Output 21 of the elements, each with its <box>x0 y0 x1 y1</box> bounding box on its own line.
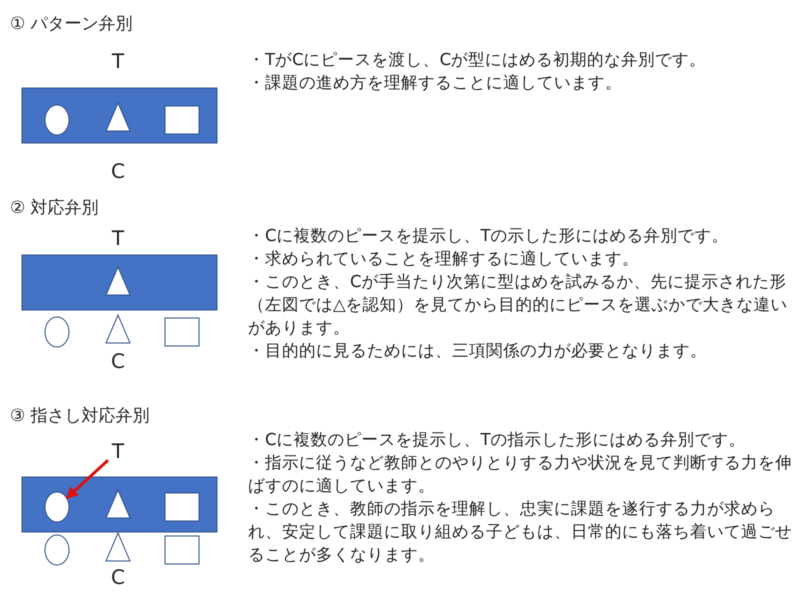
section-heading: ① パターン弁別 <box>10 13 133 35</box>
bullet-text: ・このとき、教師の指示を理解し、忠実に課題を遂行する力が求められ、安定して課題に取り組める子どもは、日常的にも落ち着いて過ごせることが多くなります。 <box>248 498 793 566</box>
role-label: C <box>110 160 126 182</box>
bullet-text: ・Cに複数のピースを提示し、Tの示した形にはめる弁別です。 <box>248 225 730 247</box>
teacher-label: T <box>108 440 128 462</box>
section-heading: ③ 指さし対応弁別 <box>10 405 150 427</box>
role-label: T <box>110 50 126 72</box>
role-label: C <box>110 350 126 372</box>
role-label: T <box>110 227 126 249</box>
section-heading: ② 対応弁別 <box>10 197 99 219</box>
circle-piece <box>44 104 70 136</box>
circle-piece <box>44 492 70 522</box>
bullet-text: ・このとき、Cが手当たり次第に型はめを試みるか、先に提示された形（左図では△を認知）を見てから目的的にピースを選ぶかで大きな違いがあります。 <box>248 271 789 339</box>
bullet-text: ・Cに複数のピースを提示し、Tの指示した形にはめる弁別です。 <box>248 429 747 451</box>
bullet-text: ・課題の進め方を理解することに適しています。 <box>248 72 623 94</box>
bullet-text: ・目的的に見るためには、三項関係の力が必要となります。 <box>248 340 708 362</box>
arrow <box>66 459 110 500</box>
bullet-text: ・求められていることを理解するに適しています。 <box>248 248 640 270</box>
role-label: C <box>110 566 126 588</box>
bullet-text: ・指示に従うなど教師とのやりとりする力や状況を見て判断する力を伸ばすのに適しています。 <box>248 452 793 497</box>
bullet-text: ・TがCにピースを渡し、Cが型にはめる初期的な弁別です。 <box>248 49 708 71</box>
